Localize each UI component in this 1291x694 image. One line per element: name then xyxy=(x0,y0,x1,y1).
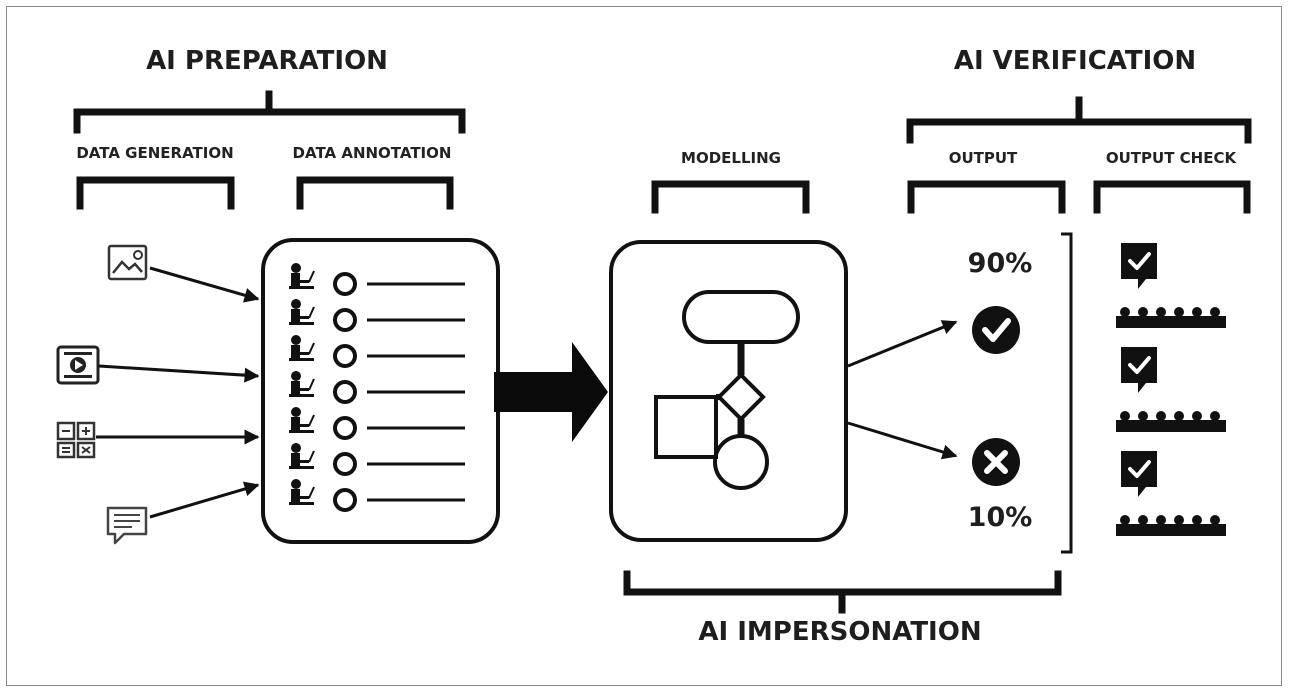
check-speech-bubble-icon xyxy=(1121,347,1157,393)
annotator-person-icon xyxy=(289,299,315,325)
output-check-row xyxy=(1116,451,1226,536)
annotation-radio-circle xyxy=(333,416,357,440)
ai-impersonation-bracket xyxy=(623,570,1062,614)
chat-input-arrow xyxy=(149,481,260,519)
ai-impersonation-title: AI IMPERSONATION xyxy=(698,617,981,647)
video-icon xyxy=(56,345,100,385)
annotator-person-icon xyxy=(289,479,315,505)
annotator-person-icon xyxy=(289,371,315,397)
output-check-row xyxy=(1116,243,1226,328)
check-circle-icon xyxy=(972,306,1020,354)
annotation-radio-circle xyxy=(333,308,357,332)
output-arrow-incorrect xyxy=(847,421,958,460)
annotator-person-icon xyxy=(289,263,315,289)
annotator-row xyxy=(289,407,465,440)
data-generation-bracket xyxy=(76,176,235,210)
ai-preparation-title: AI PREPARATION xyxy=(146,46,388,76)
image-input-arrow xyxy=(149,266,260,303)
modelling-label: MODELLING xyxy=(681,149,781,167)
annotator-row xyxy=(289,335,465,368)
output-check-label: OUTPUT CHECK xyxy=(1106,149,1238,167)
check-speech-bubble-icon xyxy=(1121,243,1157,289)
reviewers-crowd-icon xyxy=(1116,411,1226,432)
annotation-radio-circle xyxy=(333,452,357,476)
output-check-bracket xyxy=(1093,180,1251,214)
annotator-row xyxy=(289,263,465,296)
annotation-radio-circle xyxy=(333,344,357,368)
annotation-radio-circle xyxy=(333,488,357,512)
reviewers-crowd-icon xyxy=(1116,307,1226,328)
cross-circle-icon xyxy=(972,438,1020,486)
output-arrow-correct xyxy=(847,320,958,368)
annotation-radio-circle xyxy=(333,380,357,404)
chat-message-icon xyxy=(106,506,148,545)
output-check-rows xyxy=(1116,243,1226,536)
modelling-box xyxy=(609,240,848,542)
annotation-radio-circle xyxy=(333,272,357,296)
annotator-rows xyxy=(289,263,465,512)
output-label: OUTPUT xyxy=(949,149,1018,167)
video-input-arrow xyxy=(98,364,260,383)
correct-percentage: 90% xyxy=(968,248,1033,279)
output-check-row xyxy=(1116,347,1226,432)
data-annotation-label: DATA ANNOTATION xyxy=(293,144,452,162)
reviewers-crowd-icon xyxy=(1116,515,1226,536)
data-generation-label: DATA GENERATION xyxy=(76,144,233,162)
figure-frame xyxy=(6,6,1282,686)
annotator-row xyxy=(289,371,465,404)
big-arrow xyxy=(494,342,608,442)
annotator-person-icon xyxy=(289,335,315,361)
annotator-row xyxy=(289,299,465,332)
image-icon xyxy=(107,244,148,281)
check-speech-bubble-icon xyxy=(1121,451,1157,497)
output-group-bracket xyxy=(1061,232,1073,554)
flowchart-icon xyxy=(654,290,800,490)
ai-preparation-bracket xyxy=(73,90,466,134)
incorrect-percentage: 10% xyxy=(968,502,1033,533)
modelling-bracket xyxy=(651,180,810,214)
ai-verification-title: AI VERIFICATION xyxy=(954,46,1196,76)
data-annotation-bracket xyxy=(296,176,454,210)
output-bracket xyxy=(907,180,1066,214)
calculator-icon xyxy=(56,421,96,459)
annotator-row xyxy=(289,479,465,512)
annotator-row xyxy=(289,443,465,476)
ai-verification-bracket xyxy=(906,96,1252,144)
annotator-person-icon xyxy=(289,443,315,469)
annotator-person-icon xyxy=(289,407,315,433)
